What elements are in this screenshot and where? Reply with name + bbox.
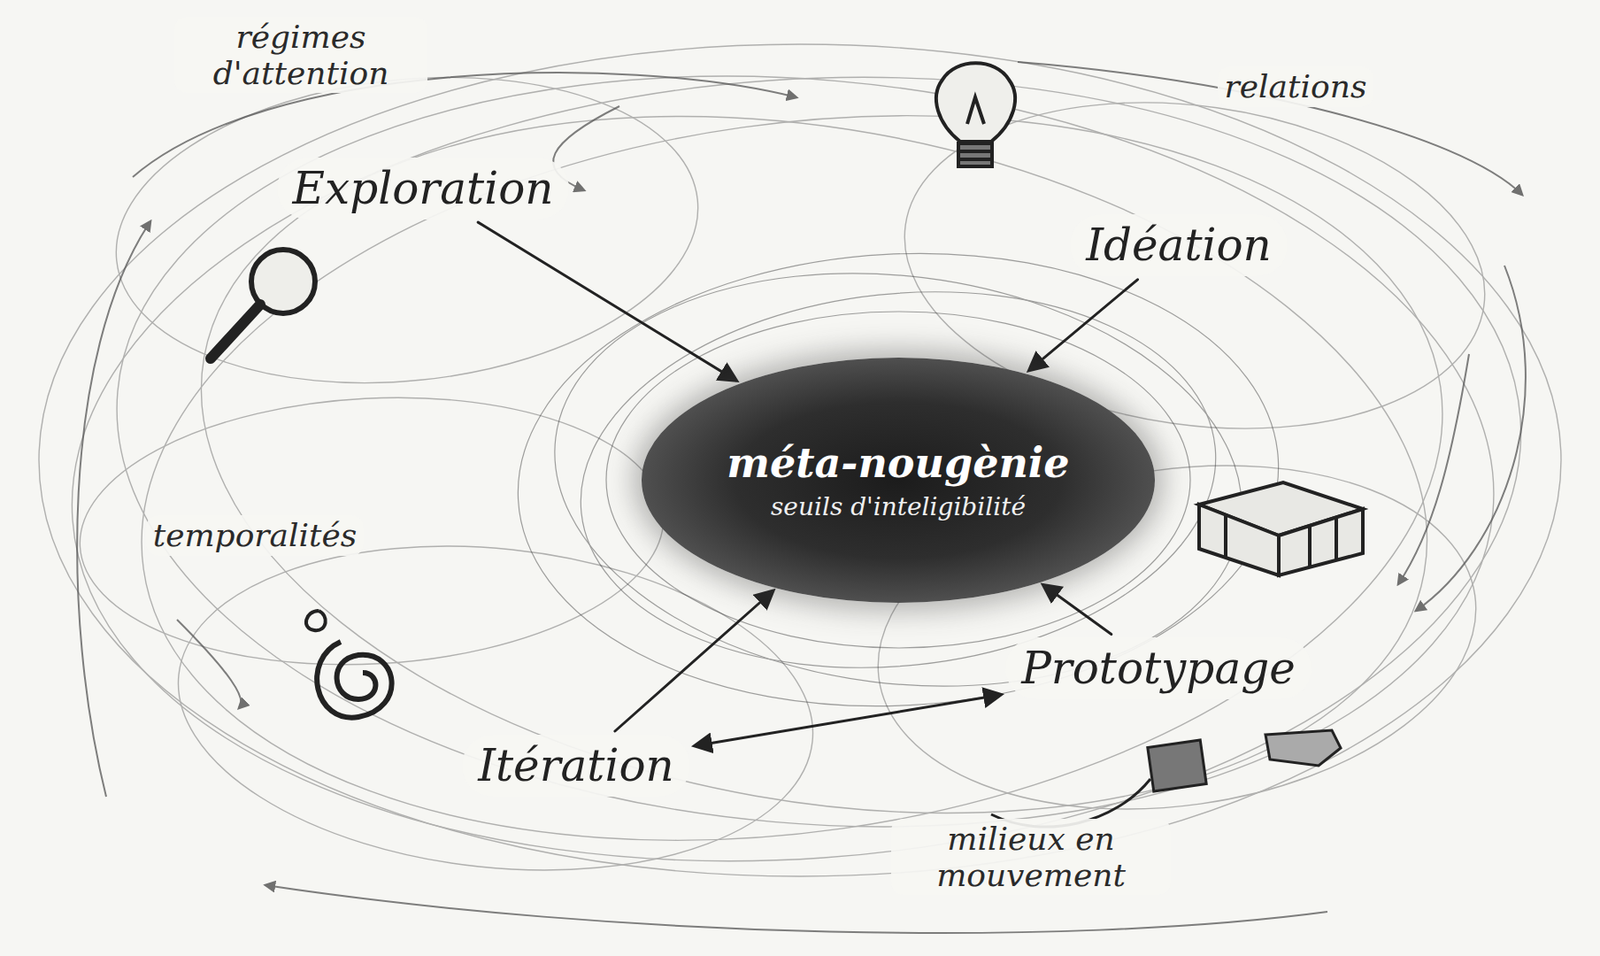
flow-arrow	[615, 591, 773, 731]
spiral-icon	[306, 610, 393, 718]
annotation-label: milieux en mouvement	[891, 818, 1171, 896]
magnifier-icon	[210, 249, 316, 359]
prototype-blocks	[991, 730, 1341, 827]
node-title: Prototypage	[1021, 642, 1296, 694]
phase-label: Itération	[461, 734, 691, 797]
annotation-label: relations	[1217, 66, 1375, 107]
node-title: Exploration	[292, 162, 554, 215]
structure-icon	[1199, 482, 1363, 576]
node-title: méta-nougènie	[726, 438, 1070, 487]
phase-label: Exploration	[276, 157, 570, 220]
flow-arrow	[477, 222, 736, 381]
node-title: Itération	[477, 739, 675, 792]
flow-arrow	[695, 694, 1001, 747]
core-ellipse: méta-nougènie seuils d'inteligibilité	[641, 357, 1156, 603]
annotation-label: temporalités	[146, 515, 365, 555]
lightbulb-icon	[936, 62, 1016, 167]
phase-label: Idéation	[1069, 214, 1288, 277]
flow-arrow	[1044, 584, 1112, 634]
node-title: Idéation	[1085, 219, 1272, 271]
node-subtitle: seuils d'inteligibilité	[770, 492, 1026, 522]
annotation-label: régimes d'attention	[174, 16, 428, 94]
flow-arrow	[1030, 279, 1139, 370]
phase-label: Prototypage	[1005, 637, 1312, 700]
